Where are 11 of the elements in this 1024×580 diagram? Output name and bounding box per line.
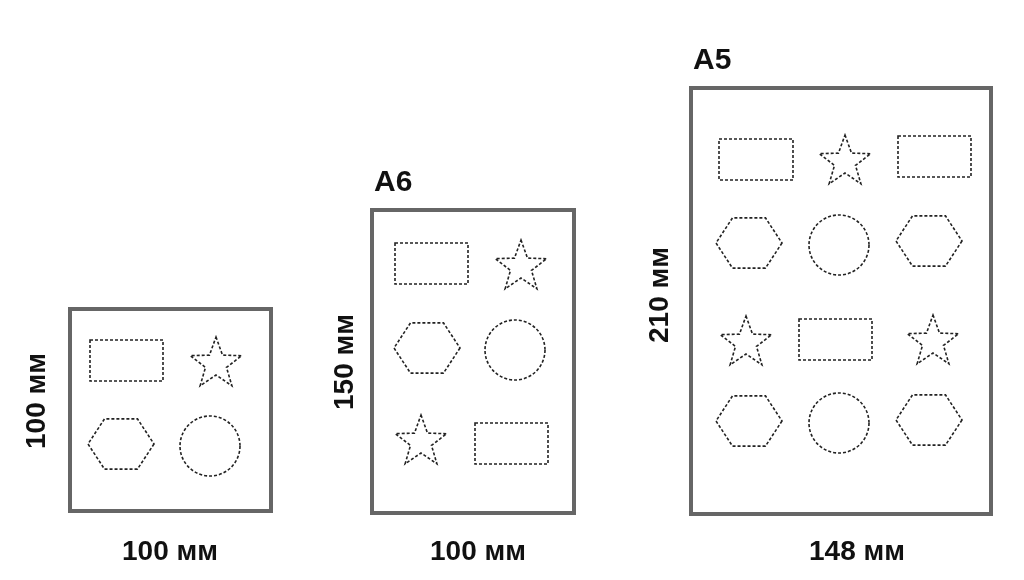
dimension-label: 148 мм [809,537,905,565]
sheet-outline [68,307,273,513]
sheet-size-heading: A6 [374,166,413,196]
sheet-outline [689,86,993,516]
dimension-label: 210 мм [644,247,673,343]
dimension-label: 100 мм [430,537,526,565]
dimension-label: 150 мм [329,314,358,410]
dimension-label: 100 мм [122,537,218,565]
dimension-label: 100 мм [21,353,50,449]
sheet-size-heading: A5 [693,44,732,74]
sheet-outline [370,208,576,515]
